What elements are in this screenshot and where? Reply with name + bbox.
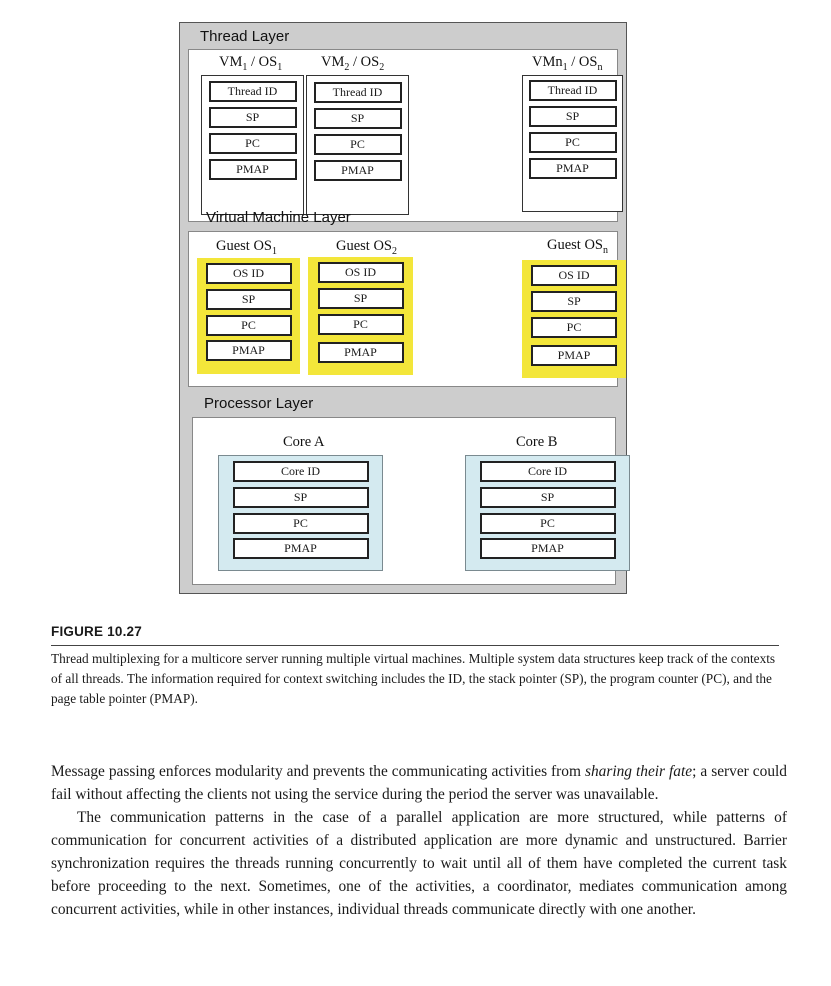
guest-os2-os-id: OS ID xyxy=(317,262,404,283)
caption-rule xyxy=(51,645,779,646)
guest-os2-context: OS ID SP PC PMAP xyxy=(308,257,413,375)
core-a-sp: SP xyxy=(232,487,369,508)
guest-os1-title: Guest OS1 xyxy=(216,238,277,257)
core-b-sp: SP xyxy=(479,487,616,508)
guest-osn-context: OS ID SP PC PMAP xyxy=(522,260,626,378)
core-b-title: Core B xyxy=(516,434,558,450)
vmn-title: VMn1 / OSn xyxy=(532,54,603,73)
core-a-context: Core ID SP PC PMAP xyxy=(218,455,383,571)
core-a-pmap: PMAP xyxy=(232,538,369,559)
emphasis-sharing-their-fate: sharing their fate xyxy=(584,763,693,780)
vmn-thread-id: Thread ID xyxy=(528,80,617,101)
vm2-title: VM2 / OS2 xyxy=(321,54,385,73)
figure-diagram: Thread Layer VM1 / OS1 VM2 / OS2 VMn1 / … xyxy=(179,22,630,594)
core-b-context: Core ID SP PC PMAP xyxy=(465,455,630,571)
figure-caption: Thread multiplexing for a multicore serv… xyxy=(51,651,776,706)
paragraph-2: The communication patterns in the case o… xyxy=(51,809,787,918)
guest-os2-pc: PC xyxy=(317,314,404,335)
guest-osn-pc: PC xyxy=(531,317,617,338)
guest-os2-title: Guest OS2 xyxy=(336,238,397,257)
vm1-pc: PC xyxy=(208,133,297,154)
guest-os1-pmap: PMAP xyxy=(205,340,292,361)
guest-os1-context: OS ID SP PC PMAP xyxy=(197,258,300,374)
body-text: Message passing enforces modularity and … xyxy=(51,760,787,921)
vm2-pc: PC xyxy=(313,134,402,155)
vm2-context: Thread ID SP PC PMAP xyxy=(306,75,409,215)
vm2-sp: SP xyxy=(313,108,402,129)
vm-layer-label: Virtual Machine Layer xyxy=(206,209,351,226)
vm1-context: Thread ID SP PC PMAP xyxy=(201,75,304,215)
core-a-title: Core A xyxy=(283,434,325,450)
vmn-pmap: PMAP xyxy=(528,158,617,179)
vm-layer-panel: Guest OS1 Guest OS2 Guest OSn OS ID SP P… xyxy=(188,231,626,387)
vmn-pc: PC xyxy=(528,132,617,153)
vm2-thread-id: Thread ID xyxy=(313,82,402,103)
processor-layer-label: Processor Layer xyxy=(204,395,314,412)
guest-osn-pmap: PMAP xyxy=(531,345,617,366)
guest-os1-pc: PC xyxy=(205,315,292,336)
guest-os2-pmap: PMAP xyxy=(317,342,404,363)
guest-os1-sp: SP xyxy=(205,289,292,310)
core-b-pc: PC xyxy=(479,513,616,534)
guest-os2-sp: SP xyxy=(317,288,404,309)
guest-osn-os-id: OS ID xyxy=(531,265,617,286)
vm1-pmap: PMAP xyxy=(208,159,297,180)
core-b-pmap: PMAP xyxy=(479,538,616,559)
figure-label: FIGURE 10.27 xyxy=(51,624,142,639)
vmn-sp: SP xyxy=(528,106,617,127)
guest-osn-sp: SP xyxy=(531,291,617,312)
vm2-pmap: PMAP xyxy=(313,160,402,181)
core-a-core-id: Core ID xyxy=(232,461,369,482)
paragraph-1: Message passing enforces modularity and … xyxy=(51,763,787,803)
vmn-context: Thread ID SP PC PMAP xyxy=(522,75,623,212)
vm1-thread-id: Thread ID xyxy=(208,81,297,102)
thread-layer-label: Thread Layer xyxy=(200,28,290,45)
vm1-title: VM1 / OS1 xyxy=(219,54,283,73)
thread-layer-panel: VM1 / OS1 VM2 / OS2 VMn1 / OSn Thread ID… xyxy=(188,49,623,222)
core-a-pc: PC xyxy=(232,513,369,534)
guest-osn-title: Guest OSn xyxy=(547,237,608,256)
vm1-sp: SP xyxy=(208,107,297,128)
processor-layer-panel: Core A Core B Core ID SP PC PMAP Core ID… xyxy=(192,417,630,585)
guest-os1-os-id: OS ID xyxy=(205,263,292,284)
core-b-core-id: Core ID xyxy=(479,461,616,482)
